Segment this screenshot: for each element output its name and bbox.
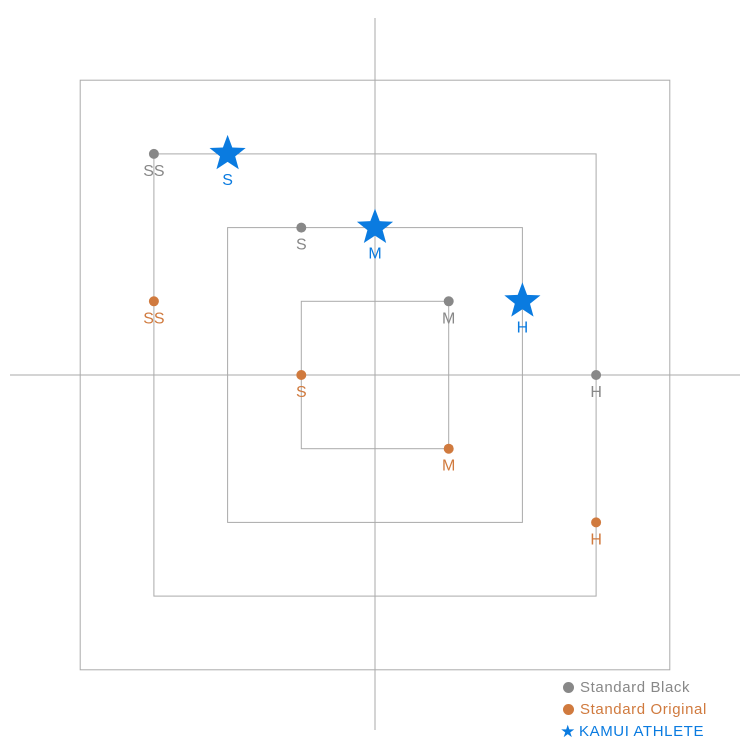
- standard-original-point-h: [591, 517, 602, 528]
- standard-original-label-h: H: [590, 531, 602, 548]
- reference-square-4: [79, 79, 671, 671]
- standard-original-point-ss: [148, 296, 159, 307]
- standard-original-label-s: S: [296, 384, 307, 401]
- standard-original-label-ss: SS: [143, 310, 164, 327]
- legend: Standard Black Standard Original ★ KAMUI…: [560, 676, 750, 742]
- standard-black-label-s: S: [296, 237, 307, 254]
- standard-original-point-m: [443, 443, 454, 454]
- legend-dot-standard-original: [563, 703, 574, 715]
- kamui-athlete-point-s: [209, 134, 246, 170]
- standard-black-label-m: M: [442, 310, 455, 327]
- standard-black-label-ss: SS: [143, 163, 164, 180]
- legend-item-kamui-athlete: ★ KAMUI ATHLETE: [560, 720, 750, 742]
- kamui-athlete-label-m: M: [368, 246, 381, 263]
- kamui-athlete-label-h: H: [517, 319, 529, 336]
- legend-item-standard-black: Standard Black: [560, 676, 750, 698]
- legend-label-standard-black: Standard Black: [580, 678, 691, 696]
- legend-dot-standard-black: [563, 681, 574, 693]
- standard-black-point-s: [296, 222, 307, 233]
- standard-black-label-h: H: [590, 384, 602, 401]
- standard-black-point-m: [443, 296, 454, 307]
- standard-black-point-ss: [148, 148, 159, 159]
- kamui-athlete-label-s: S: [222, 172, 233, 189]
- legend-star-icon: ★: [560, 721, 576, 741]
- legend-label-standard-original: Standard Original: [580, 700, 707, 718]
- standard-original-label-m: M: [442, 458, 455, 475]
- legend-label-kamui-athlete: KAMUI ATHLETE: [579, 722, 705, 740]
- standard-black-point-h: [591, 370, 602, 380]
- kamui-athlete-point-h: [504, 282, 541, 317]
- kamui-athlete-point-m: [356, 208, 394, 243]
- legend-item-standard-original: Standard Original: [560, 698, 750, 720]
- standard-original-point-s: [296, 370, 307, 380]
